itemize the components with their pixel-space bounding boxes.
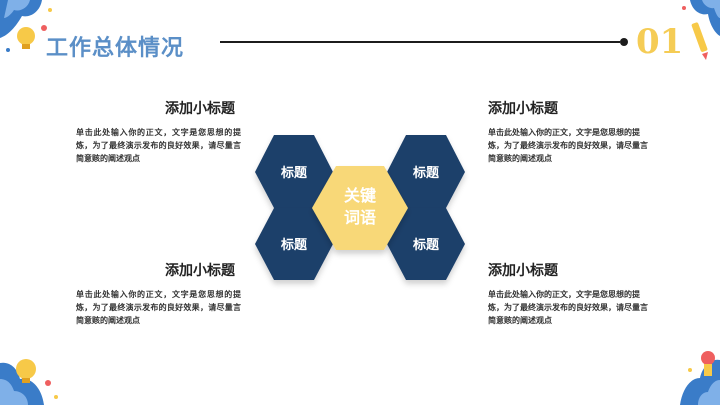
- corner-decoration-bottom-left: [0, 359, 58, 405]
- block-title: 添加小标题: [488, 263, 558, 279]
- block-title: 添加小标题: [488, 101, 558, 117]
- corner-decoration-top-right: [682, 0, 720, 60]
- center-keyword-line2: 词语: [344, 208, 376, 227]
- block-body: 单击此处输入你的正文，文字是您思想的提炼，为了最终演示发布的良好效果，请尽量言简…: [76, 290, 241, 325]
- page-title: 工作总体情况: [46, 35, 185, 61]
- hex-bottom-left: 标题: [255, 208, 333, 280]
- hex-top-right: 标题: [387, 135, 465, 208]
- text-block-top-right: 添加小标题 单击此处输入你的正文，文字是您思想的提炼，为了最终演示发布的良好效果…: [488, 98, 653, 165]
- page-number: 01: [636, 22, 684, 62]
- text-block-bottom-right: 添加小标题 单击此处输入你的正文，文字是您思想的提炼，为了最终演示发布的良好效果…: [488, 260, 653, 327]
- text-block-top-left: 添加小标题 单击此处输入你的正文，文字是您思想的提炼，为了最终演示发布的良好效果…: [76, 98, 241, 165]
- header-rule-dot: [620, 38, 628, 46]
- text-block-bottom-left: 添加小标题 单击此处输入你的正文，文字是您思想的提炼，为了最终演示发布的良好效果…: [76, 260, 241, 327]
- hex-label: 标题: [280, 237, 308, 253]
- hex-top-left: 标题: [255, 135, 333, 208]
- hexagon-diagram: 标题 标题 标题 标题 关键 词语: [255, 135, 465, 280]
- block-body: 单击此处输入你的正文，文字是您思想的提炼，为了最终演示发布的良好效果，请尽量言简…: [488, 290, 648, 325]
- corner-decoration-bottom-right: [680, 351, 720, 405]
- hex-bottom-right: 标题: [387, 208, 465, 280]
- hex-label: 标题: [412, 237, 440, 253]
- center-keyword-line1: 关键: [344, 186, 376, 205]
- block-title: 添加小标题: [165, 263, 235, 279]
- block-title: 添加小标题: [165, 101, 235, 117]
- block-body: 单击此处输入你的正文，文字是您思想的提炼，为了最终演示发布的良好效果，请尽量言简…: [76, 128, 241, 163]
- hex-label: 标题: [280, 165, 308, 181]
- header-rule: [220, 41, 620, 43]
- hex-center-keyword: 关键 词语: [312, 166, 408, 250]
- block-body: 单击此处输入你的正文，文字是您思想的提炼，为了最终演示发布的良好效果，请尽量言简…: [488, 128, 648, 163]
- corner-decoration-top-left: [0, 0, 52, 52]
- hex-label: 标题: [412, 165, 440, 181]
